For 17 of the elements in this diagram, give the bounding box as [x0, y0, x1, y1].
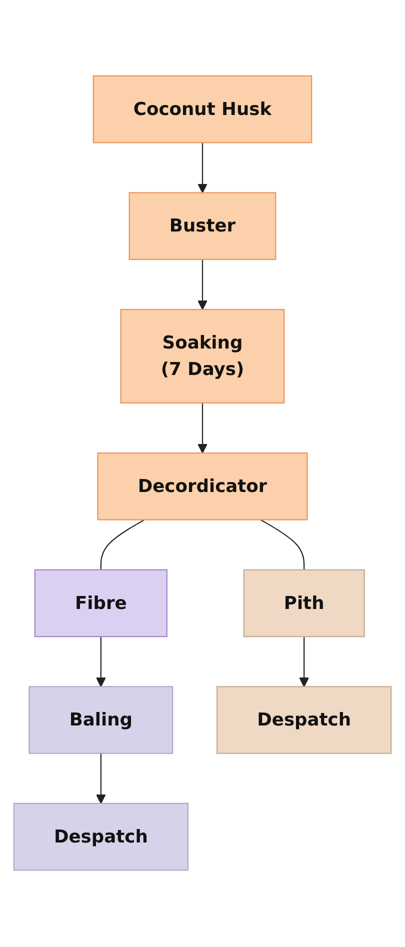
arrow: [198, 260, 208, 310]
node-box: Pith: [243, 570, 365, 638]
node-box: Decordicator: [97, 452, 308, 521]
node-box: Soaking (7 Days): [120, 309, 285, 404]
arrow: [198, 143, 208, 194]
arrow: [96, 637, 106, 688]
connector: [100, 520, 145, 570]
node-box: Despatch: [216, 686, 392, 754]
arrow: [198, 403, 208, 454]
node-box: Buster: [128, 192, 276, 260]
node-box: Coconut Husk: [92, 76, 312, 144]
arrow: [299, 637, 309, 688]
node-box: Fibre: [34, 570, 168, 638]
arrow: [96, 754, 106, 804]
node-box: Baling: [28, 686, 174, 754]
connector: [260, 520, 305, 570]
node-box: Despatch: [13, 803, 188, 872]
